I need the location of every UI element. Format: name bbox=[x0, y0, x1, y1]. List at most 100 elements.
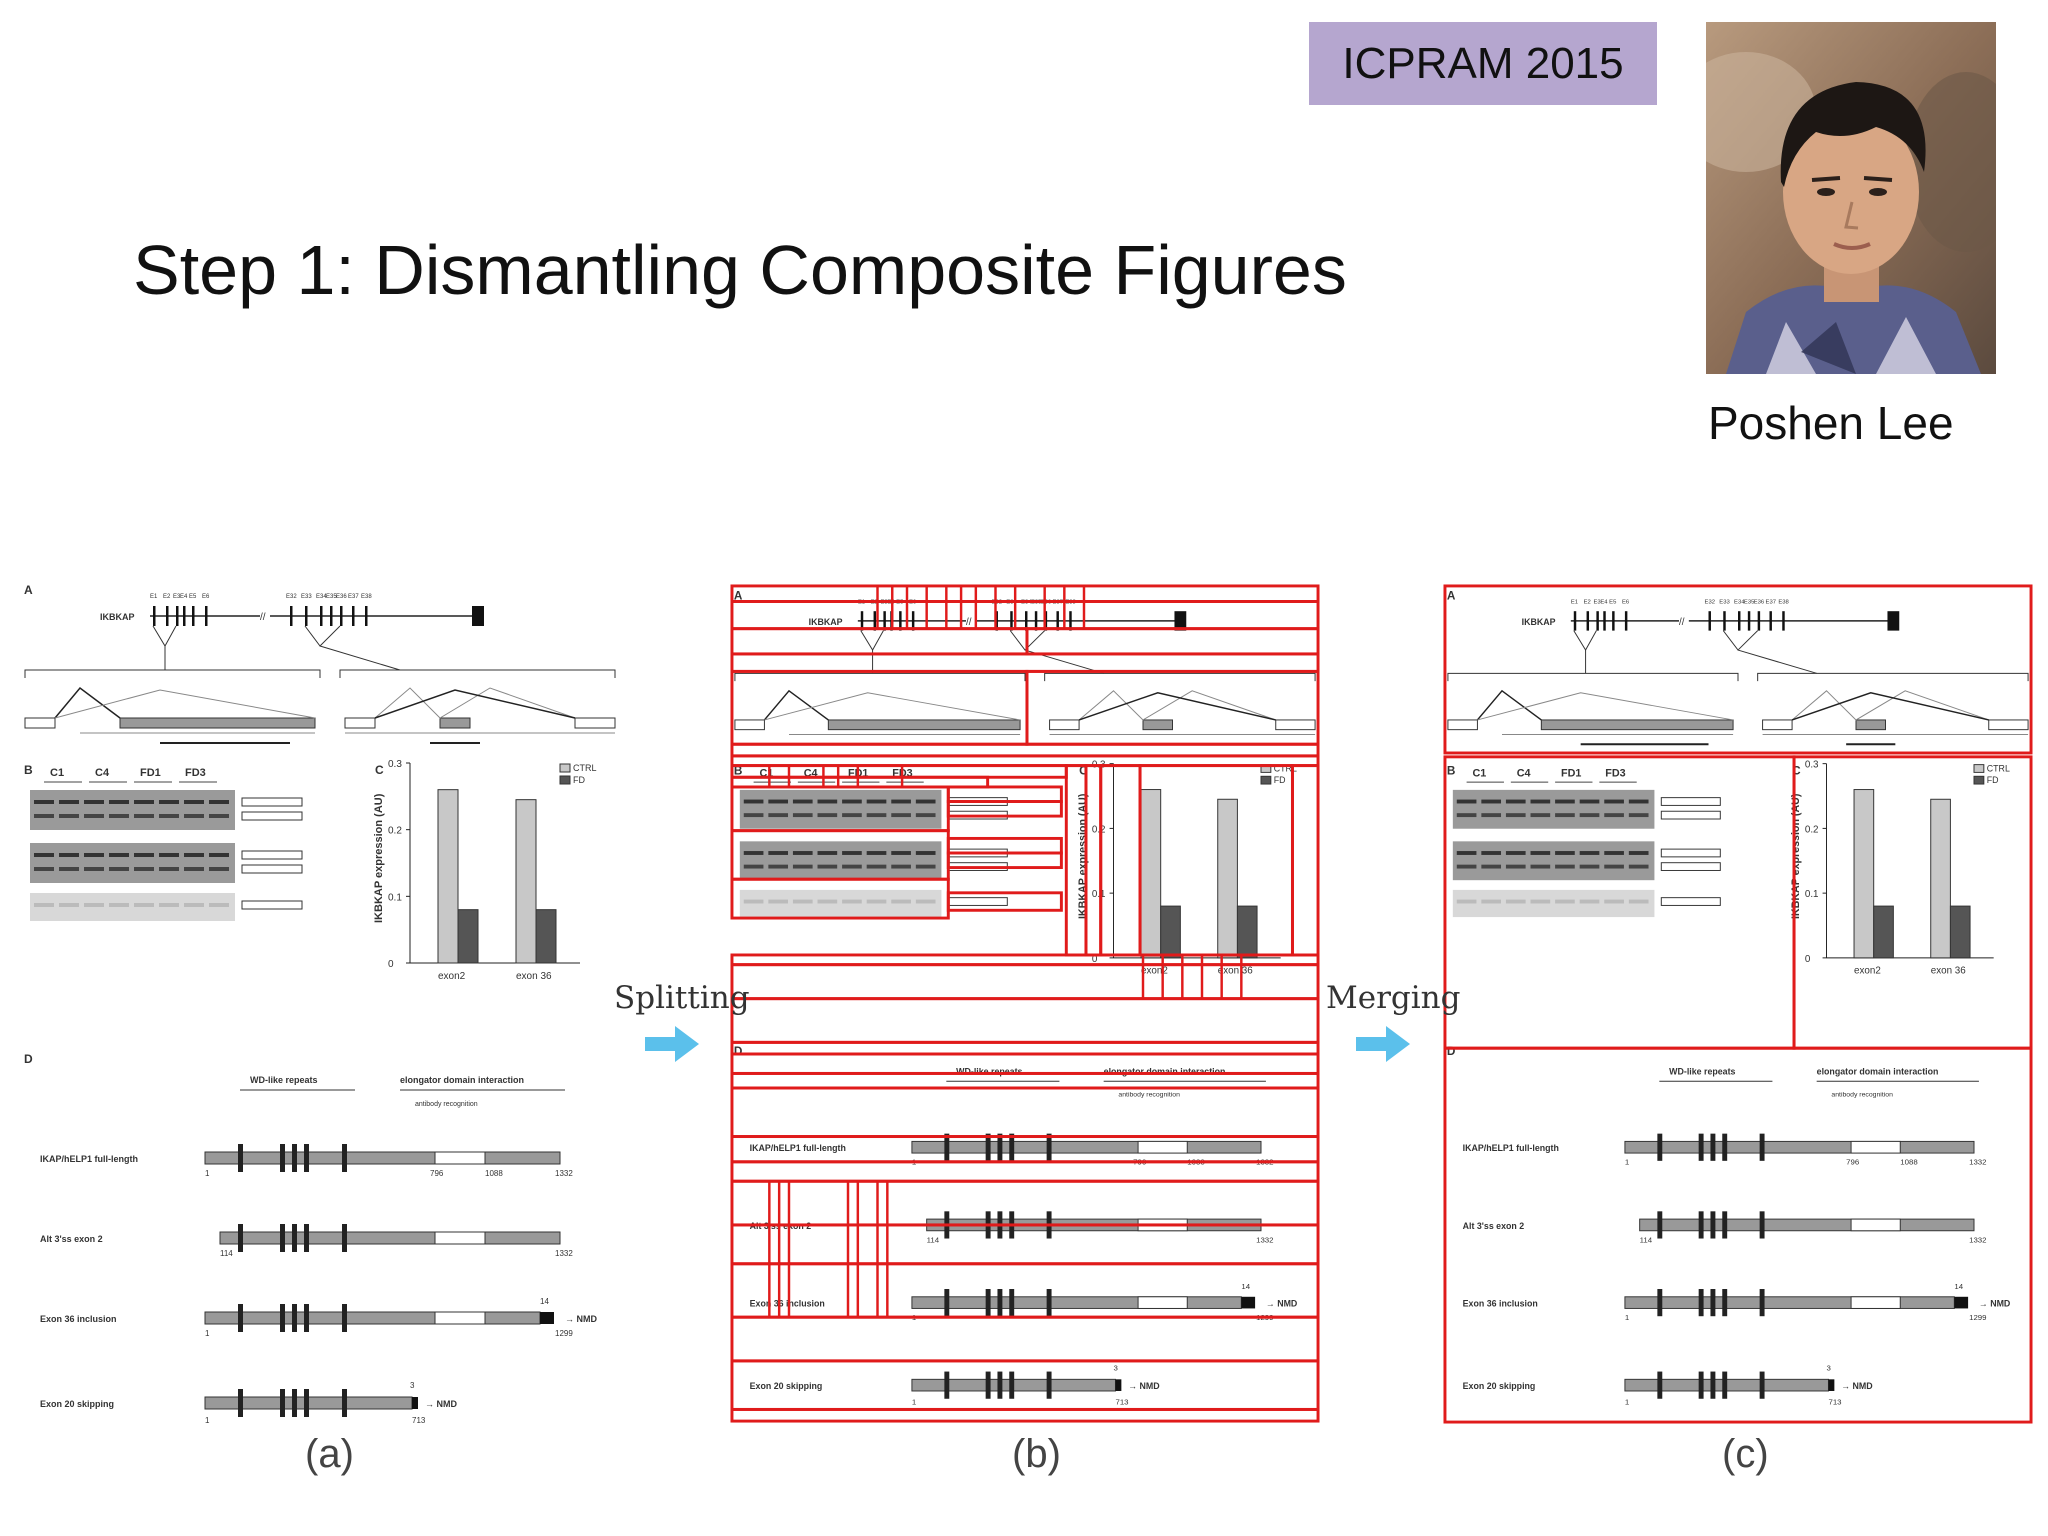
exon-mark bbox=[1624, 611, 1628, 631]
bar-fd bbox=[535, 909, 557, 964]
author-photo-icon bbox=[1706, 22, 1996, 374]
gel-band bbox=[891, 899, 911, 904]
wd-repeat bbox=[1759, 1133, 1765, 1161]
exon-box bbox=[734, 719, 765, 731]
exon-label: E4 bbox=[180, 594, 188, 600]
wd-repeat bbox=[304, 1144, 309, 1172]
gel-band bbox=[743, 813, 764, 818]
position-label: 1332 bbox=[1256, 1235, 1273, 1244]
author-name: Poshen Lee bbox=[1708, 397, 1954, 449]
gel-strip bbox=[1452, 841, 1655, 881]
wd-repeat bbox=[292, 1389, 297, 1417]
bar-ctrl bbox=[1930, 798, 1951, 959]
elongator-label: elongator domain interaction bbox=[1104, 1066, 1226, 1076]
wd-repeat bbox=[342, 1389, 347, 1417]
wd-repeat bbox=[944, 1371, 950, 1399]
exon-box bbox=[1540, 719, 1734, 731]
elongator-label: elongator domain interaction bbox=[1817, 1066, 1939, 1076]
gel-band bbox=[817, 799, 838, 804]
x-category-label: exon2 bbox=[1141, 965, 1168, 976]
exon-diagram bbox=[241, 850, 303, 860]
split-box bbox=[730, 1160, 1320, 1183]
legend-swatch bbox=[559, 775, 571, 785]
gel-band bbox=[84, 853, 104, 857]
gel-band bbox=[915, 864, 936, 869]
bar-fd bbox=[1873, 905, 1894, 959]
wd-repeat bbox=[280, 1224, 285, 1252]
gel-band bbox=[842, 851, 862, 855]
break-mark: // bbox=[260, 612, 266, 623]
exon-mark bbox=[340, 606, 343, 626]
exon-mark bbox=[1069, 611, 1072, 631]
exon-mark bbox=[1603, 611, 1606, 631]
exon-mark bbox=[1056, 611, 1059, 631]
gel-band bbox=[891, 864, 911, 869]
gel-band bbox=[866, 813, 887, 818]
lane-label: C1 bbox=[50, 767, 64, 779]
panel-letter: A bbox=[24, 583, 33, 597]
exon-box bbox=[1275, 719, 1316, 731]
gel-band bbox=[1481, 813, 1502, 818]
gel-band bbox=[1604, 799, 1624, 804]
exon-mark bbox=[1596, 611, 1599, 631]
position-label: 1 bbox=[1625, 1313, 1629, 1322]
gel-band bbox=[842, 864, 862, 869]
exon-diagram bbox=[241, 811, 303, 821]
exon-label: E3 bbox=[1593, 599, 1600, 605]
gel-band bbox=[109, 853, 129, 857]
position-label: 1 bbox=[1625, 1398, 1629, 1407]
split-box bbox=[730, 742, 1320, 758]
splice-arc bbox=[374, 689, 576, 719]
wd-repeat bbox=[304, 1304, 309, 1332]
wd-repeat bbox=[1710, 1211, 1716, 1239]
caption-a: (a) bbox=[305, 1432, 354, 1476]
gel-band bbox=[915, 899, 936, 904]
bracket bbox=[734, 672, 1026, 682]
gel-band bbox=[184, 800, 204, 804]
exon-mark bbox=[1769, 611, 1772, 631]
gel-band bbox=[1579, 799, 1600, 804]
isoform-bar bbox=[911, 1296, 1242, 1309]
exon-label: E1 bbox=[1571, 599, 1578, 605]
panel-letter: B bbox=[1447, 764, 1456, 777]
gel-band bbox=[1628, 813, 1649, 818]
position-label: 1 bbox=[912, 1398, 916, 1407]
caption-b: (b) bbox=[1012, 1432, 1061, 1476]
gel-band bbox=[1628, 899, 1649, 904]
gel-band bbox=[1505, 851, 1526, 855]
wd-repeat bbox=[1009, 1289, 1015, 1317]
gel-band bbox=[34, 814, 54, 818]
exon-mark bbox=[873, 611, 877, 631]
wd-repeat bbox=[1657, 1371, 1663, 1399]
caption-c: (c) bbox=[1722, 1432, 1769, 1476]
isoform-label: IKAP/hELP1 full-length bbox=[750, 1143, 846, 1153]
exon-mark bbox=[1747, 611, 1751, 631]
split-box bbox=[730, 1040, 1320, 1056]
wd-repeat bbox=[1657, 1133, 1663, 1161]
exon-box bbox=[1447, 719, 1478, 731]
wd-repeat bbox=[1046, 1371, 1052, 1399]
bar-fd bbox=[1949, 905, 1971, 959]
lane-label: FD3 bbox=[1605, 767, 1625, 779]
gel-band bbox=[1579, 851, 1600, 855]
splice-lines bbox=[152, 625, 177, 648]
exon-mark bbox=[1025, 611, 1028, 631]
splice-arc bbox=[1477, 692, 1734, 721]
exon-label: E5 bbox=[1609, 599, 1617, 605]
legend-label: CTRL bbox=[1987, 763, 2010, 773]
y-tick-label: 0 bbox=[388, 959, 394, 970]
gel-band bbox=[817, 899, 838, 904]
gel-band bbox=[792, 899, 813, 904]
position-label: 114 bbox=[220, 1249, 233, 1258]
legend-swatch bbox=[1973, 775, 1985, 785]
wd-repeat bbox=[1698, 1371, 1704, 1399]
exon-label: E33 bbox=[1719, 599, 1730, 605]
gel-band bbox=[1555, 799, 1575, 804]
gel-band bbox=[743, 851, 764, 855]
gel-band bbox=[866, 851, 887, 855]
lane-label: FD1 bbox=[1561, 767, 1581, 779]
position-label: 713 bbox=[412, 1416, 426, 1425]
exon-box bbox=[827, 719, 1021, 731]
